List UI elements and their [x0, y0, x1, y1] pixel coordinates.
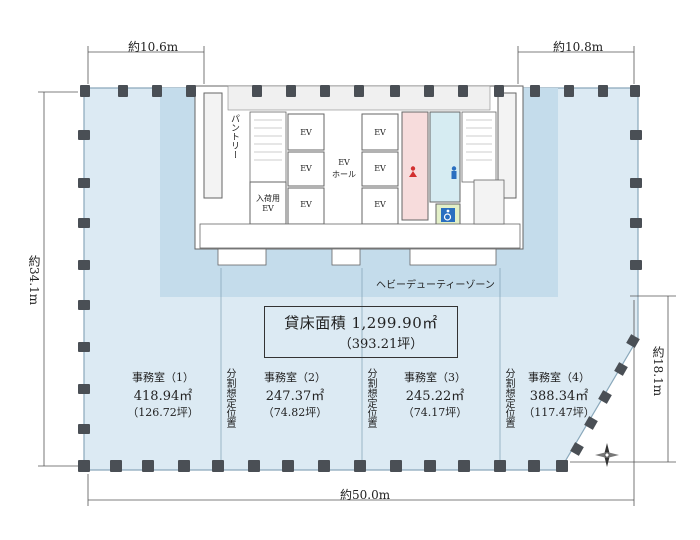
- column-right-1: [630, 178, 642, 188]
- column-top-13: [564, 85, 574, 97]
- room-1-tsubo: （126.72坪）: [127, 406, 199, 419]
- column-top-11: [494, 85, 504, 97]
- room-4: 事務室（4） 388.34㎡ （117.47坪）: [514, 369, 604, 420]
- column-bottom-5: [248, 460, 260, 472]
- column-bottom-13: [528, 460, 540, 472]
- room-4-name: 事務室（4）: [528, 371, 590, 384]
- room-1-name: 事務室（1）: [132, 371, 194, 384]
- ev-hall-label-2: ホール: [332, 170, 356, 179]
- room-2-area: 247.37㎡: [265, 389, 325, 404]
- dim-left-height: 約34.1m: [27, 255, 41, 306]
- ev-label-2: EV: [300, 164, 312, 173]
- room-4-area: 388.34㎡: [529, 389, 589, 404]
- column-left-0: [78, 130, 90, 140]
- room-3-tsubo: （74.17坪）: [402, 406, 468, 419]
- dim-bottom-width: 約50.0m: [340, 488, 391, 502]
- diagonal-columns: [570, 334, 640, 456]
- column-top-9: [424, 85, 434, 97]
- column-bottom-3: [178, 460, 190, 472]
- column-left-6: [78, 384, 90, 394]
- room-3-area: 245.22㎡: [405, 389, 465, 404]
- column-bottom-2: [142, 460, 154, 472]
- divider-label-2: 分割想定位置: [365, 368, 376, 428]
- column-left-4: [78, 300, 90, 310]
- room-1: 事務室（1） 418.94㎡ （126.72坪）: [118, 369, 208, 420]
- wheelchair-icon: [441, 208, 455, 222]
- column-bottom-11: [458, 460, 470, 472]
- ev-hall-label-1: EV: [338, 158, 350, 167]
- column-bottom-1: [110, 460, 122, 472]
- column-bottom-8: [354, 460, 366, 472]
- column-left-3: [78, 260, 90, 270]
- pantry-label: パントリー: [229, 114, 239, 159]
- ev-label-1: EV: [300, 128, 312, 137]
- compass-icon: [595, 443, 619, 467]
- room-4-tsubo: （117.47坪）: [523, 406, 595, 419]
- core-area: [194, 85, 524, 266]
- column-bottom-6: [282, 460, 294, 472]
- heavy-duty-label: ヘビーデューティーゾーン: [376, 280, 495, 291]
- column-top-6: [320, 85, 330, 97]
- column-bottom-10: [424, 460, 436, 472]
- column-left-1: [78, 178, 90, 188]
- column-bottom-12: [494, 460, 506, 472]
- freight-ev-label-1: 入荷用: [256, 194, 280, 203]
- room-1-area: 418.94㎡: [133, 389, 193, 404]
- room-2-tsubo: （74.82坪）: [262, 406, 328, 419]
- column-top-12: [530, 85, 540, 97]
- column-left-5: [78, 342, 90, 352]
- column-top-1: [118, 85, 128, 97]
- column-left-7: [78, 424, 90, 434]
- divider-label-1: 分割想定位置: [224, 368, 235, 428]
- room-2: 事務室（2） 247.37㎡ （74.82坪）: [250, 369, 340, 420]
- ev-label-6: EV: [374, 200, 386, 209]
- ev-label-3: EV: [300, 200, 312, 209]
- column-top-15: [630, 85, 640, 97]
- column-bottom-7: [318, 460, 330, 472]
- column-bottom-14: [556, 460, 568, 472]
- divider-label-3: 分割想定位置: [503, 368, 514, 428]
- men-toilet-icon: [449, 166, 459, 180]
- column-bottom-0: [78, 460, 90, 472]
- column-top-8: [390, 85, 400, 97]
- divider-lines: [220, 268, 501, 468]
- room-3-name: 事務室（3）: [404, 371, 466, 384]
- dim-top-right: 約10.8m: [553, 40, 604, 54]
- dim-top-left: 約10.6m: [128, 40, 179, 54]
- column-top-7: [354, 85, 364, 97]
- column-right-2: [630, 218, 642, 228]
- column-left-2: [78, 218, 90, 228]
- women-toilet-icon: [408, 166, 418, 180]
- column-bottom-9: [390, 460, 402, 472]
- total-tsubo: （393.21坪）: [338, 337, 424, 352]
- freight-ev-label-2: EV: [262, 204, 274, 213]
- column-top-4: [252, 85, 262, 97]
- total-area: 貸床面積 1,299.90㎡: [284, 314, 438, 332]
- column-top-10: [458, 85, 468, 97]
- column-top-14: [598, 85, 608, 97]
- column-right-0: [630, 130, 642, 140]
- column-top-5: [286, 85, 296, 97]
- column-bottom-4: [212, 460, 224, 472]
- column-right-3: [630, 260, 642, 270]
- column-top-2: [152, 85, 162, 97]
- room-3: 事務室（3） 245.22㎡ （74.17坪）: [390, 369, 480, 420]
- total-area-box: 貸床面積 1,299.90㎡ （393.21坪）: [264, 306, 458, 358]
- dimension-lines: [38, 46, 676, 506]
- room-2-name: 事務室（2）: [264, 371, 326, 384]
- dim-right-height: 約18.1m: [651, 346, 665, 397]
- column-top-3: [186, 85, 196, 97]
- ev-label-4: EV: [374, 128, 386, 137]
- ev-label-5: EV: [374, 164, 386, 173]
- column-top-0: [80, 85, 90, 97]
